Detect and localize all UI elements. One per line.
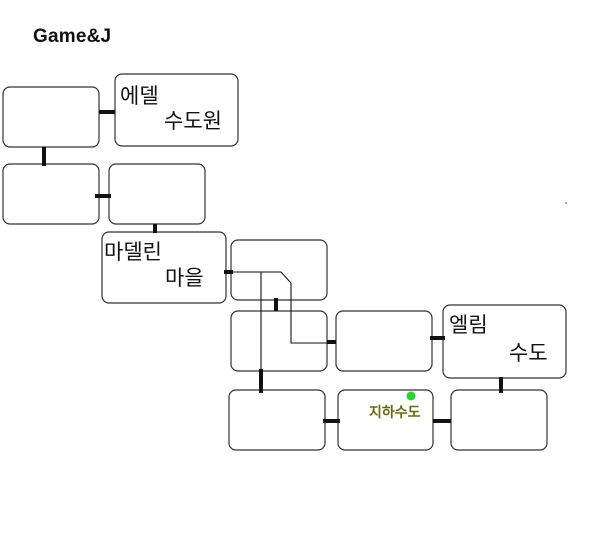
room-r2c2[interactable]	[108, 163, 206, 225]
sewer-label: 지하수도	[369, 405, 421, 421]
dot-mark	[565, 202, 567, 204]
elim-capital-label-line1: 엘림	[449, 313, 488, 337]
room-r4c2[interactable]	[335, 310, 433, 372]
room-r5c1[interactable]	[228, 389, 326, 451]
room-r3c2[interactable]	[230, 239, 328, 301]
ethel-capital-label-line1: 에델	[120, 84, 159, 108]
ethel-capital-label-line2: 수도원	[164, 109, 222, 133]
madelin-village-label-line2: 마을	[165, 266, 204, 290]
madelin-village-label-line1: 마델린	[104, 240, 162, 264]
room-r5c3[interactable]	[450, 389, 548, 451]
room-madelin-village[interactable]	[101, 231, 227, 304]
room-r4c1[interactable]	[230, 310, 328, 372]
elim-capital-label-line2: 수도	[509, 341, 548, 365]
passage-path	[226, 271, 331, 344]
green-dot-marker-icon	[406, 391, 416, 401]
room-elim-capital[interactable]	[442, 304, 567, 379]
room-r2c1[interactable]	[2, 163, 100, 225]
room-r1c1[interactable]	[2, 86, 100, 148]
game-and-j-logo: Game&J	[33, 26, 112, 47]
